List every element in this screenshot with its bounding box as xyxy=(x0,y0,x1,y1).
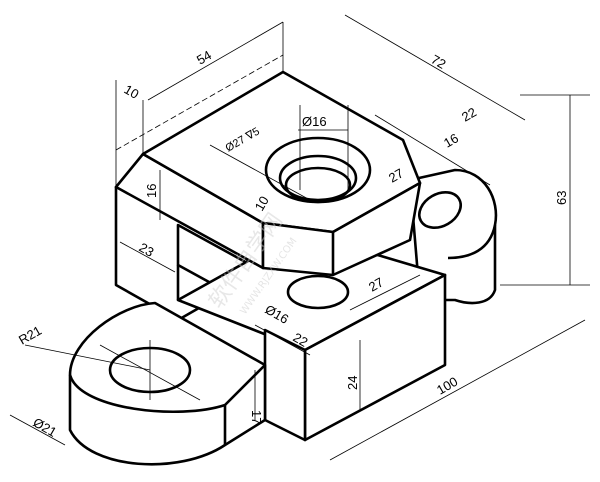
dimension-lines xyxy=(9,14,590,461)
dim-22-low: 22 xyxy=(291,330,311,350)
dim-24: 24 xyxy=(345,376,360,390)
dim-63: 63 xyxy=(554,191,569,205)
left-lug xyxy=(68,301,267,466)
main-body xyxy=(114,70,447,442)
dim-10-top: 10 xyxy=(122,82,142,102)
dim-100: 100 xyxy=(434,374,460,398)
dim-10-mid: 10 xyxy=(252,193,272,213)
dim-17: 17 xyxy=(249,410,264,424)
dim-72: 72 xyxy=(429,52,449,72)
dim-16-left: 16 xyxy=(144,184,159,198)
dim-hole-top: Ø16 xyxy=(302,114,327,129)
dim-23: 23 xyxy=(137,240,157,260)
dim-22-right: 22 xyxy=(459,104,479,124)
dim-54: 54 xyxy=(194,47,214,67)
dim-dia21: Ø21 xyxy=(31,415,60,440)
dim-r21: R21 xyxy=(16,323,44,348)
dim-27-top: 27 xyxy=(386,165,406,185)
dim-16-right: 16 xyxy=(441,130,461,150)
dim-27-low: 27 xyxy=(366,274,386,294)
